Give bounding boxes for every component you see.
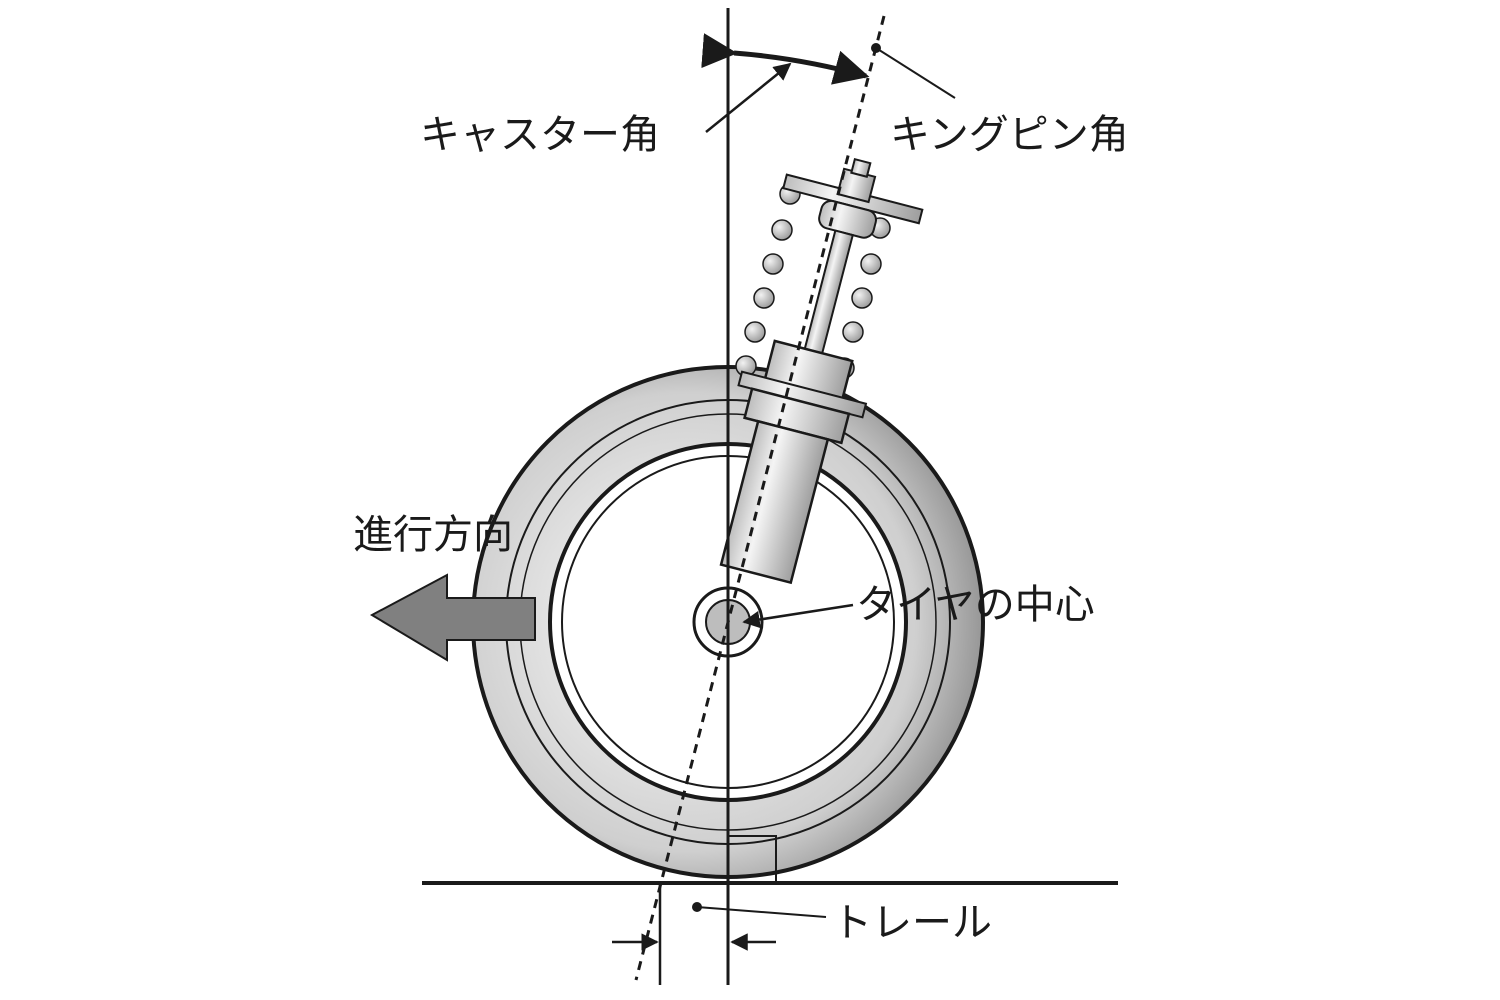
- caster-leader: [705, 62, 792, 133]
- tire-center-leader: [742, 603, 854, 629]
- trail-dot: [692, 902, 702, 912]
- direction-label: 進行方向: [353, 512, 513, 558]
- caster-angle-arc: [701, 33, 870, 85]
- kingpin-dot: [871, 43, 881, 53]
- kingpin-leader: [875, 47, 956, 99]
- kingpin-axis: [634, 15, 886, 981]
- right-angle-mark: [728, 835, 777, 883]
- kingpin-angle-label: キングピン角: [890, 112, 1129, 158]
- direction-arrow: [369, 573, 536, 662]
- suspension-strut: [719, 157, 924, 585]
- trail-label: トレール: [832, 900, 992, 946]
- trail-leader: [696, 906, 827, 918]
- tire-center-label: タイヤの中心: [856, 582, 1095, 628]
- caster-angle-label: キャスター角: [420, 112, 660, 158]
